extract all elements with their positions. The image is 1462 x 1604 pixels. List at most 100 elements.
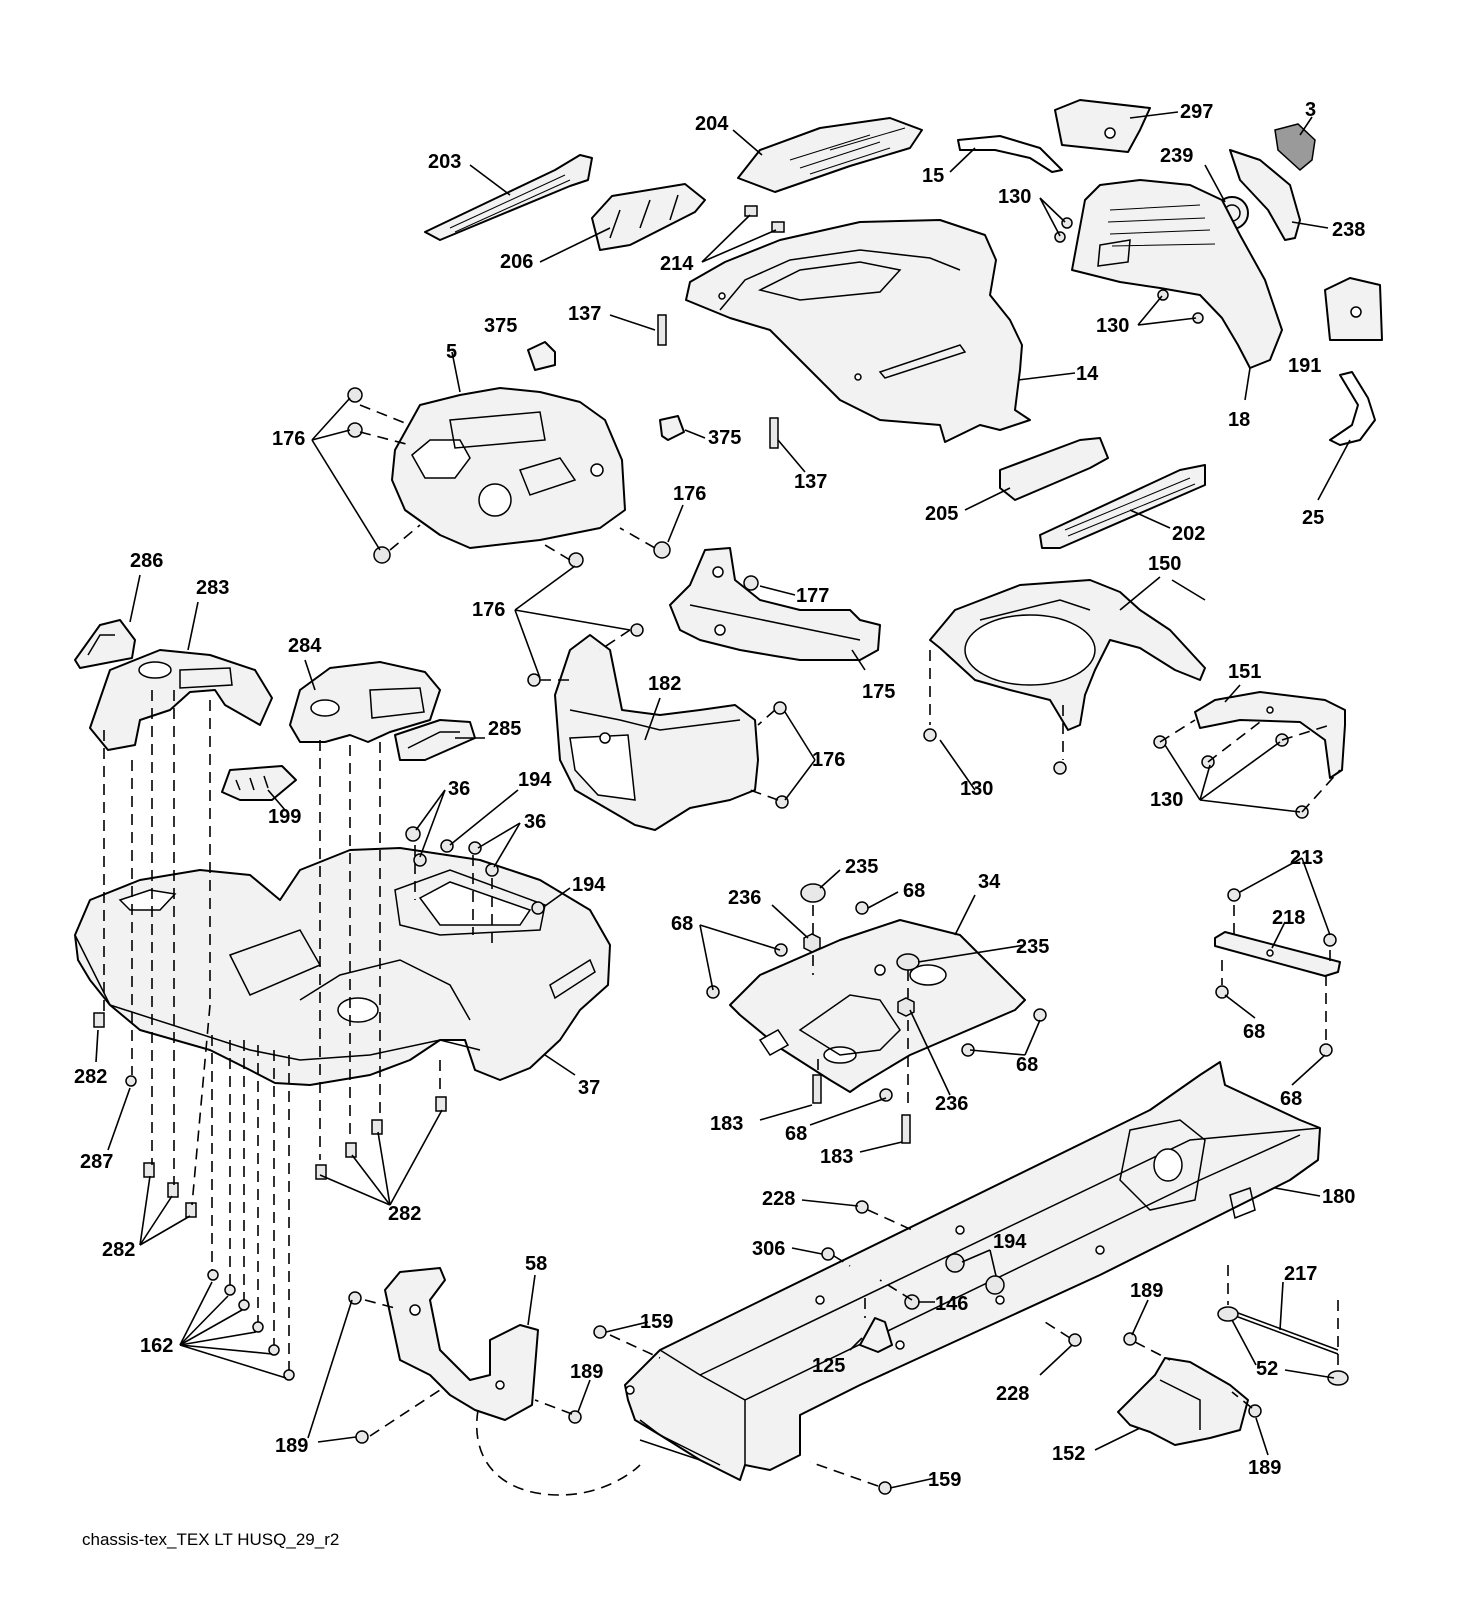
part-238 (1229, 149, 1301, 241)
callout-label: 14 (1076, 363, 1099, 385)
callout-label: 150 (1148, 553, 1181, 575)
callout-label: 176 (673, 483, 706, 505)
part-125 (859, 1317, 893, 1353)
part-235-a (800, 883, 826, 903)
callout-labels: 297 3 204 15 239 238 203 130 206 214 137… (74, 99, 1365, 1491)
callout-label: 152 (1052, 1443, 1085, 1465)
callout-label: 283 (196, 577, 229, 599)
callout-label: 194 (993, 1231, 1027, 1253)
callout-label: 68 (671, 913, 693, 935)
part-137-b (769, 417, 779, 449)
callout-label: 228 (762, 1188, 795, 1210)
part-37 (74, 847, 611, 1086)
callout-label: 159 (640, 1311, 673, 1333)
part-152 (1117, 1357, 1249, 1446)
callout-label: 213 (1290, 847, 1323, 869)
callout-label: 189 (275, 1435, 308, 1457)
part-3 (1274, 123, 1316, 171)
callout-label: 52 (1256, 1358, 1278, 1380)
part-297 (1054, 99, 1151, 153)
callout-label: 159 (928, 1469, 961, 1491)
callout-label: 130 (1150, 789, 1183, 811)
callout-label: 284 (288, 635, 322, 657)
callout-label: 183 (710, 1113, 743, 1135)
part-34 (729, 919, 1026, 1093)
part-191 (1324, 277, 1383, 341)
assembly-lines (103, 404, 1341, 1496)
callout-label: 189 (1248, 1457, 1281, 1479)
callout-label: 235 (1016, 936, 1049, 958)
callout-label: 189 (1130, 1280, 1163, 1302)
callout-label: 285 (488, 718, 521, 740)
callout-label: 68 (1243, 1021, 1265, 1043)
part-214 (744, 205, 785, 233)
fasteners (93, 217, 1349, 1495)
part-206 (591, 183, 706, 251)
callout-label: 175 (862, 681, 895, 703)
part-236-a (803, 933, 821, 953)
callout-label: 5 (446, 341, 457, 363)
part-375-a (527, 341, 556, 371)
callout-label: 137 (794, 471, 827, 493)
callout-label: 205 (925, 503, 958, 525)
callout-label: 36 (448, 778, 470, 800)
callout-label: 203 (428, 151, 461, 173)
part-5 (391, 387, 626, 549)
part-182 (554, 634, 759, 831)
callout-label: 238 (1332, 219, 1365, 241)
callout-label: 130 (1096, 315, 1129, 337)
diagram-caption: chassis-tex_TEX LT HUSQ_29_r2 (82, 1530, 339, 1549)
part-180 (624, 1061, 1321, 1481)
callout-label: 34 (978, 871, 1001, 893)
part-18 (1071, 179, 1283, 369)
callout-label: 151 (1228, 661, 1261, 683)
callout-label: 235 (845, 856, 878, 878)
callout-label: 282 (388, 1203, 421, 1225)
part-217 (1229, 1309, 1339, 1355)
callout-label: 130 (960, 778, 993, 800)
callout-label: 36 (524, 811, 546, 833)
part-235-b (896, 953, 920, 971)
callout-label: 68 (785, 1123, 807, 1145)
part-151 (1194, 691, 1346, 779)
part-286 (74, 619, 136, 669)
part-175 (669, 547, 881, 661)
callout-label: 37 (578, 1077, 600, 1099)
callout-label: 282 (74, 1066, 107, 1088)
callout-label: 282 (102, 1239, 135, 1261)
callout-label: 214 (660, 253, 694, 275)
callout-label: 25 (1302, 507, 1324, 529)
callout-label: 206 (500, 251, 533, 273)
callout-label: 137 (568, 303, 601, 325)
part-218 (1214, 931, 1341, 977)
callout-label: 191 (1288, 355, 1321, 377)
callout-label: 189 (570, 1361, 603, 1383)
callout-label: 182 (648, 673, 681, 695)
part-15 (957, 135, 1063, 173)
callout-label: 239 (1160, 145, 1193, 167)
callout-label: 176 (812, 749, 845, 771)
callout-label: 202 (1172, 523, 1205, 545)
callout-label: 228 (996, 1383, 1029, 1405)
callout-label: 306 (752, 1238, 785, 1260)
callout-label: 236 (935, 1093, 968, 1115)
callout-label: 3 (1305, 99, 1316, 121)
callout-label: 204 (695, 113, 729, 135)
callout-label: 194 (518, 769, 552, 791)
callout-label: 183 (820, 1146, 853, 1168)
part-375-b (659, 415, 685, 441)
callout-label: 287 (80, 1151, 113, 1173)
part-205 (999, 437, 1109, 501)
callout-label: 68 (1016, 1054, 1038, 1076)
part-199 (221, 765, 297, 801)
callout-label: 176 (272, 428, 305, 450)
callout-label: 18 (1228, 409, 1250, 431)
part-284 (289, 661, 441, 743)
callout-label: 68 (1280, 1088, 1302, 1110)
part-177 (743, 575, 759, 591)
part-137-a (657, 314, 667, 346)
callout-label: 297 (1180, 101, 1213, 123)
leader-lines (95, 111, 1351, 1489)
callout-label: 177 (796, 585, 829, 607)
